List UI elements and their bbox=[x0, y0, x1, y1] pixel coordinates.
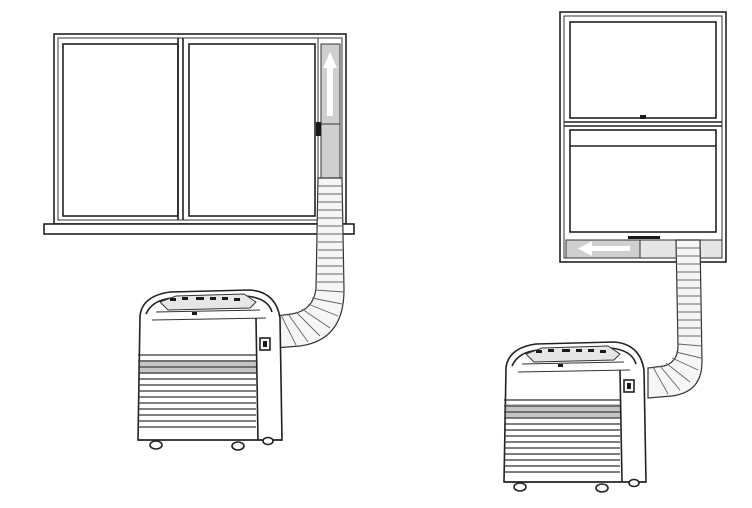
hung-window-frame bbox=[559, 11, 727, 263]
caster-wheels bbox=[149, 436, 274, 451]
control-panel bbox=[159, 293, 257, 311]
exhaust-hose bbox=[274, 177, 345, 349]
hung-window bbox=[559, 11, 727, 263]
control-panel bbox=[525, 345, 621, 363]
exhaust-hose bbox=[647, 239, 703, 399]
sliding-window-frame bbox=[53, 33, 347, 225]
window-sill bbox=[43, 223, 355, 235]
front-grille bbox=[138, 354, 256, 428]
arrow-up-icon bbox=[323, 52, 337, 116]
sliding-window-right-pane bbox=[188, 43, 316, 217]
front-grille bbox=[504, 399, 620, 473]
sliding-window bbox=[43, 33, 355, 235]
portable-ac-unit bbox=[503, 341, 647, 493]
arrow-left-icon bbox=[578, 241, 630, 256]
hung-window-lower-pane bbox=[569, 129, 717, 233]
caster-wheels bbox=[513, 478, 640, 493]
portable-ac-unit bbox=[137, 289, 283, 451]
